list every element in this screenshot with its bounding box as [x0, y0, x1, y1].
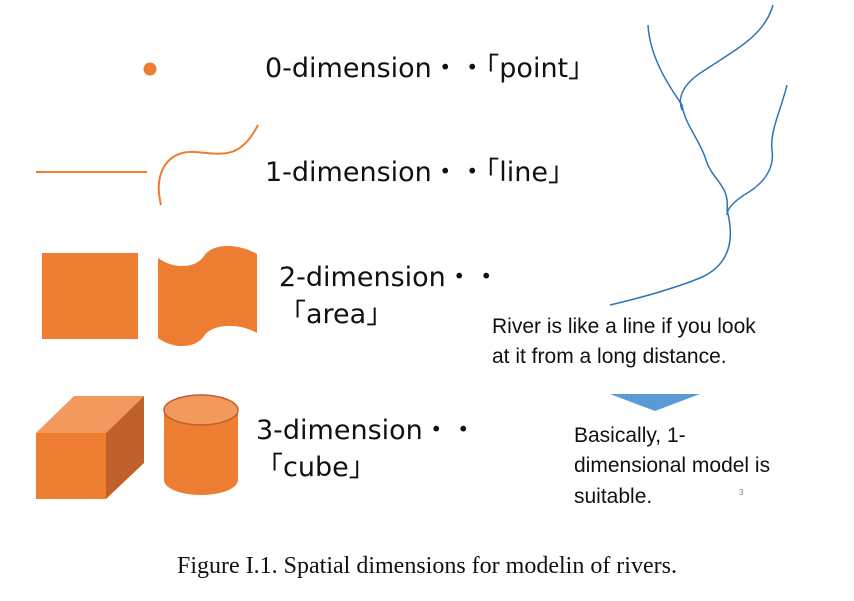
cylinder-shape — [163, 394, 239, 495]
label-3-dimension-line2: 「cube」 — [256, 452, 376, 484]
river-note-line2: at it from a long distance. — [492, 345, 727, 369]
cube-shape — [36, 396, 144, 499]
river-illustration — [609, 4, 788, 306]
figure-caption: Figure I.1. Spatial dimensions for model… — [177, 553, 677, 579]
label-2-dimension-line1: 2-dimension・・ — [279, 262, 500, 293]
model-note-line3: suitable. — [574, 484, 653, 508]
river-right-bank — [679, 4, 788, 216]
river-left-bank — [609, 24, 732, 306]
model-note: Basically, 1- dimensional model is suita… — [574, 421, 770, 512]
label-1-dimension: 1-dimension・・「line」 — [265, 157, 576, 188]
label-3-dimension-line1: 3-dimension・・ — [256, 415, 477, 446]
model-note-line2: dimensional model is — [574, 454, 771, 478]
wavy-area-shape — [158, 246, 257, 347]
point-shape — [143, 62, 157, 76]
model-note-line1: Basically, 1- — [574, 424, 686, 447]
label-2-dimension: 2-dimension・・ 「area」 — [279, 259, 500, 334]
curved-line-shape — [157, 124, 259, 206]
river-note-line1: River is like a line if you look — [492, 315, 756, 338]
square-area-shape — [42, 253, 138, 339]
page-number: 3 — [739, 488, 744, 497]
down-arrow-icon — [610, 394, 700, 411]
label-0-dimension: 0-dimension・・「point」 — [265, 53, 596, 84]
river-note: River is like a line if you look at it f… — [492, 312, 756, 373]
label-3-dimension: 3-dimension・・ 「cube」 — [256, 412, 477, 487]
label-2-dimension-line2: 「area」 — [279, 299, 394, 331]
